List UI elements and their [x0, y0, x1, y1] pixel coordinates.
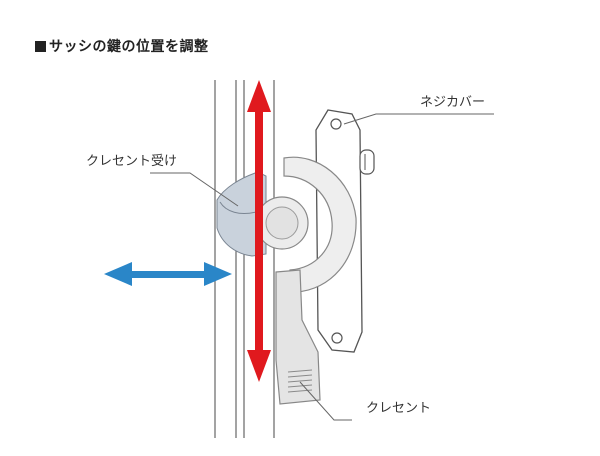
- screw-cover-label: ネジカバー: [420, 95, 485, 110]
- page-title: サッシの鍵の位置を調整: [35, 36, 209, 56]
- vertical-adjust-arrow: [247, 80, 271, 382]
- title-text: サッシの鍵の位置を調整: [49, 39, 209, 55]
- crescent-receiver-label: クレセント受け: [86, 154, 177, 169]
- crescent-receiver: [216, 171, 267, 257]
- sash-frame: [214, 80, 275, 438]
- leader-lines: [150, 113, 494, 421]
- crescent-lock: [255, 156, 357, 405]
- crescent-label: クレセント: [366, 401, 431, 416]
- horizontal-adjust-arrow: [104, 262, 232, 286]
- title-square-bullet: [35, 41, 46, 52]
